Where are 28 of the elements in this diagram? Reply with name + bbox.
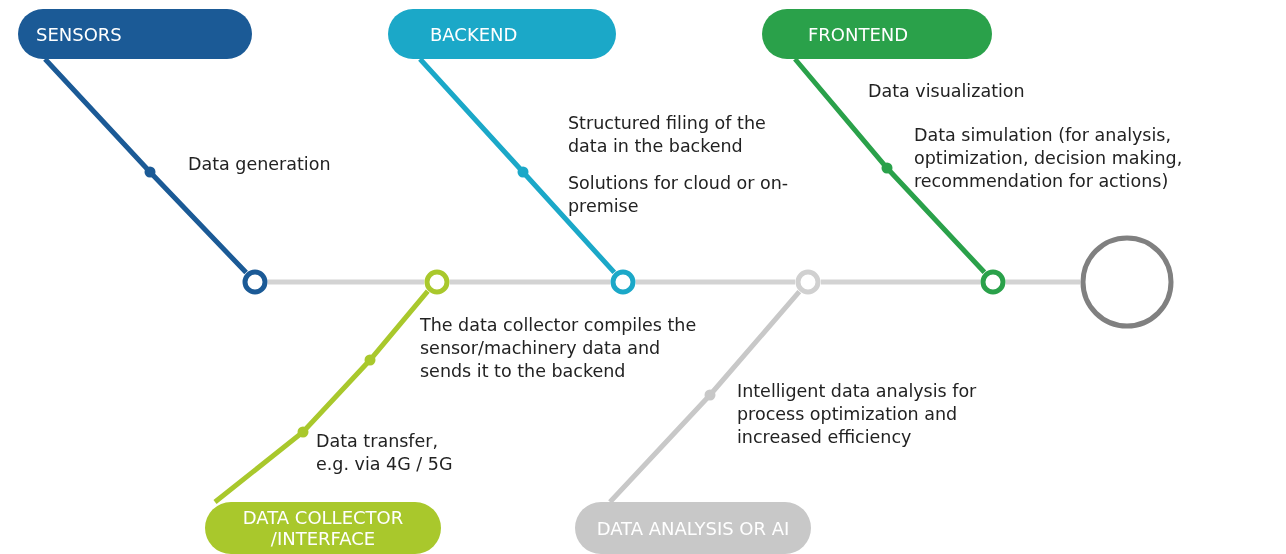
connector-line bbox=[636, 279, 795, 285]
connector-line bbox=[268, 279, 424, 285]
connector-line bbox=[213, 289, 430, 504]
end-circle bbox=[1080, 235, 1174, 329]
junction-circle bbox=[424, 269, 450, 295]
description-text: The data collector compiles the sensor/machinery data and sends it to the backend bbox=[420, 314, 698, 383]
connector-line bbox=[418, 57, 617, 275]
description-text: Solutions for cloud or on-premise bbox=[568, 172, 790, 218]
connector-line bbox=[793, 57, 987, 274]
description-text: Data simulation (for analysis, optimization, decision making, recommendation for actions) bbox=[914, 124, 1184, 193]
connector-line bbox=[608, 290, 802, 504]
connector-line bbox=[1006, 279, 1080, 285]
junction-circle bbox=[795, 269, 821, 295]
description-text: Intelligent data analysis for process optimization and increased efficiency bbox=[737, 380, 978, 449]
description-text: Structured filing of the data in the backend bbox=[568, 112, 767, 158]
category-pill: FRONTEND bbox=[762, 9, 992, 59]
description-text: Data visualization bbox=[868, 80, 1026, 103]
connector-line bbox=[821, 279, 980, 285]
junction-circle bbox=[980, 269, 1006, 295]
description-text: Data transfer, e.g. via 4G / 5G bbox=[316, 430, 454, 476]
category-pill: BACKEND bbox=[388, 9, 616, 59]
junction-circle bbox=[242, 269, 268, 295]
category-pill: SENSORS bbox=[18, 9, 252, 59]
junction-circle bbox=[610, 269, 636, 295]
category-pill: DATA COLLECTOR /INTERFACE bbox=[205, 502, 441, 554]
description-text: Data generation bbox=[188, 153, 332, 176]
connector-line bbox=[43, 57, 248, 275]
connector-line bbox=[450, 279, 610, 285]
